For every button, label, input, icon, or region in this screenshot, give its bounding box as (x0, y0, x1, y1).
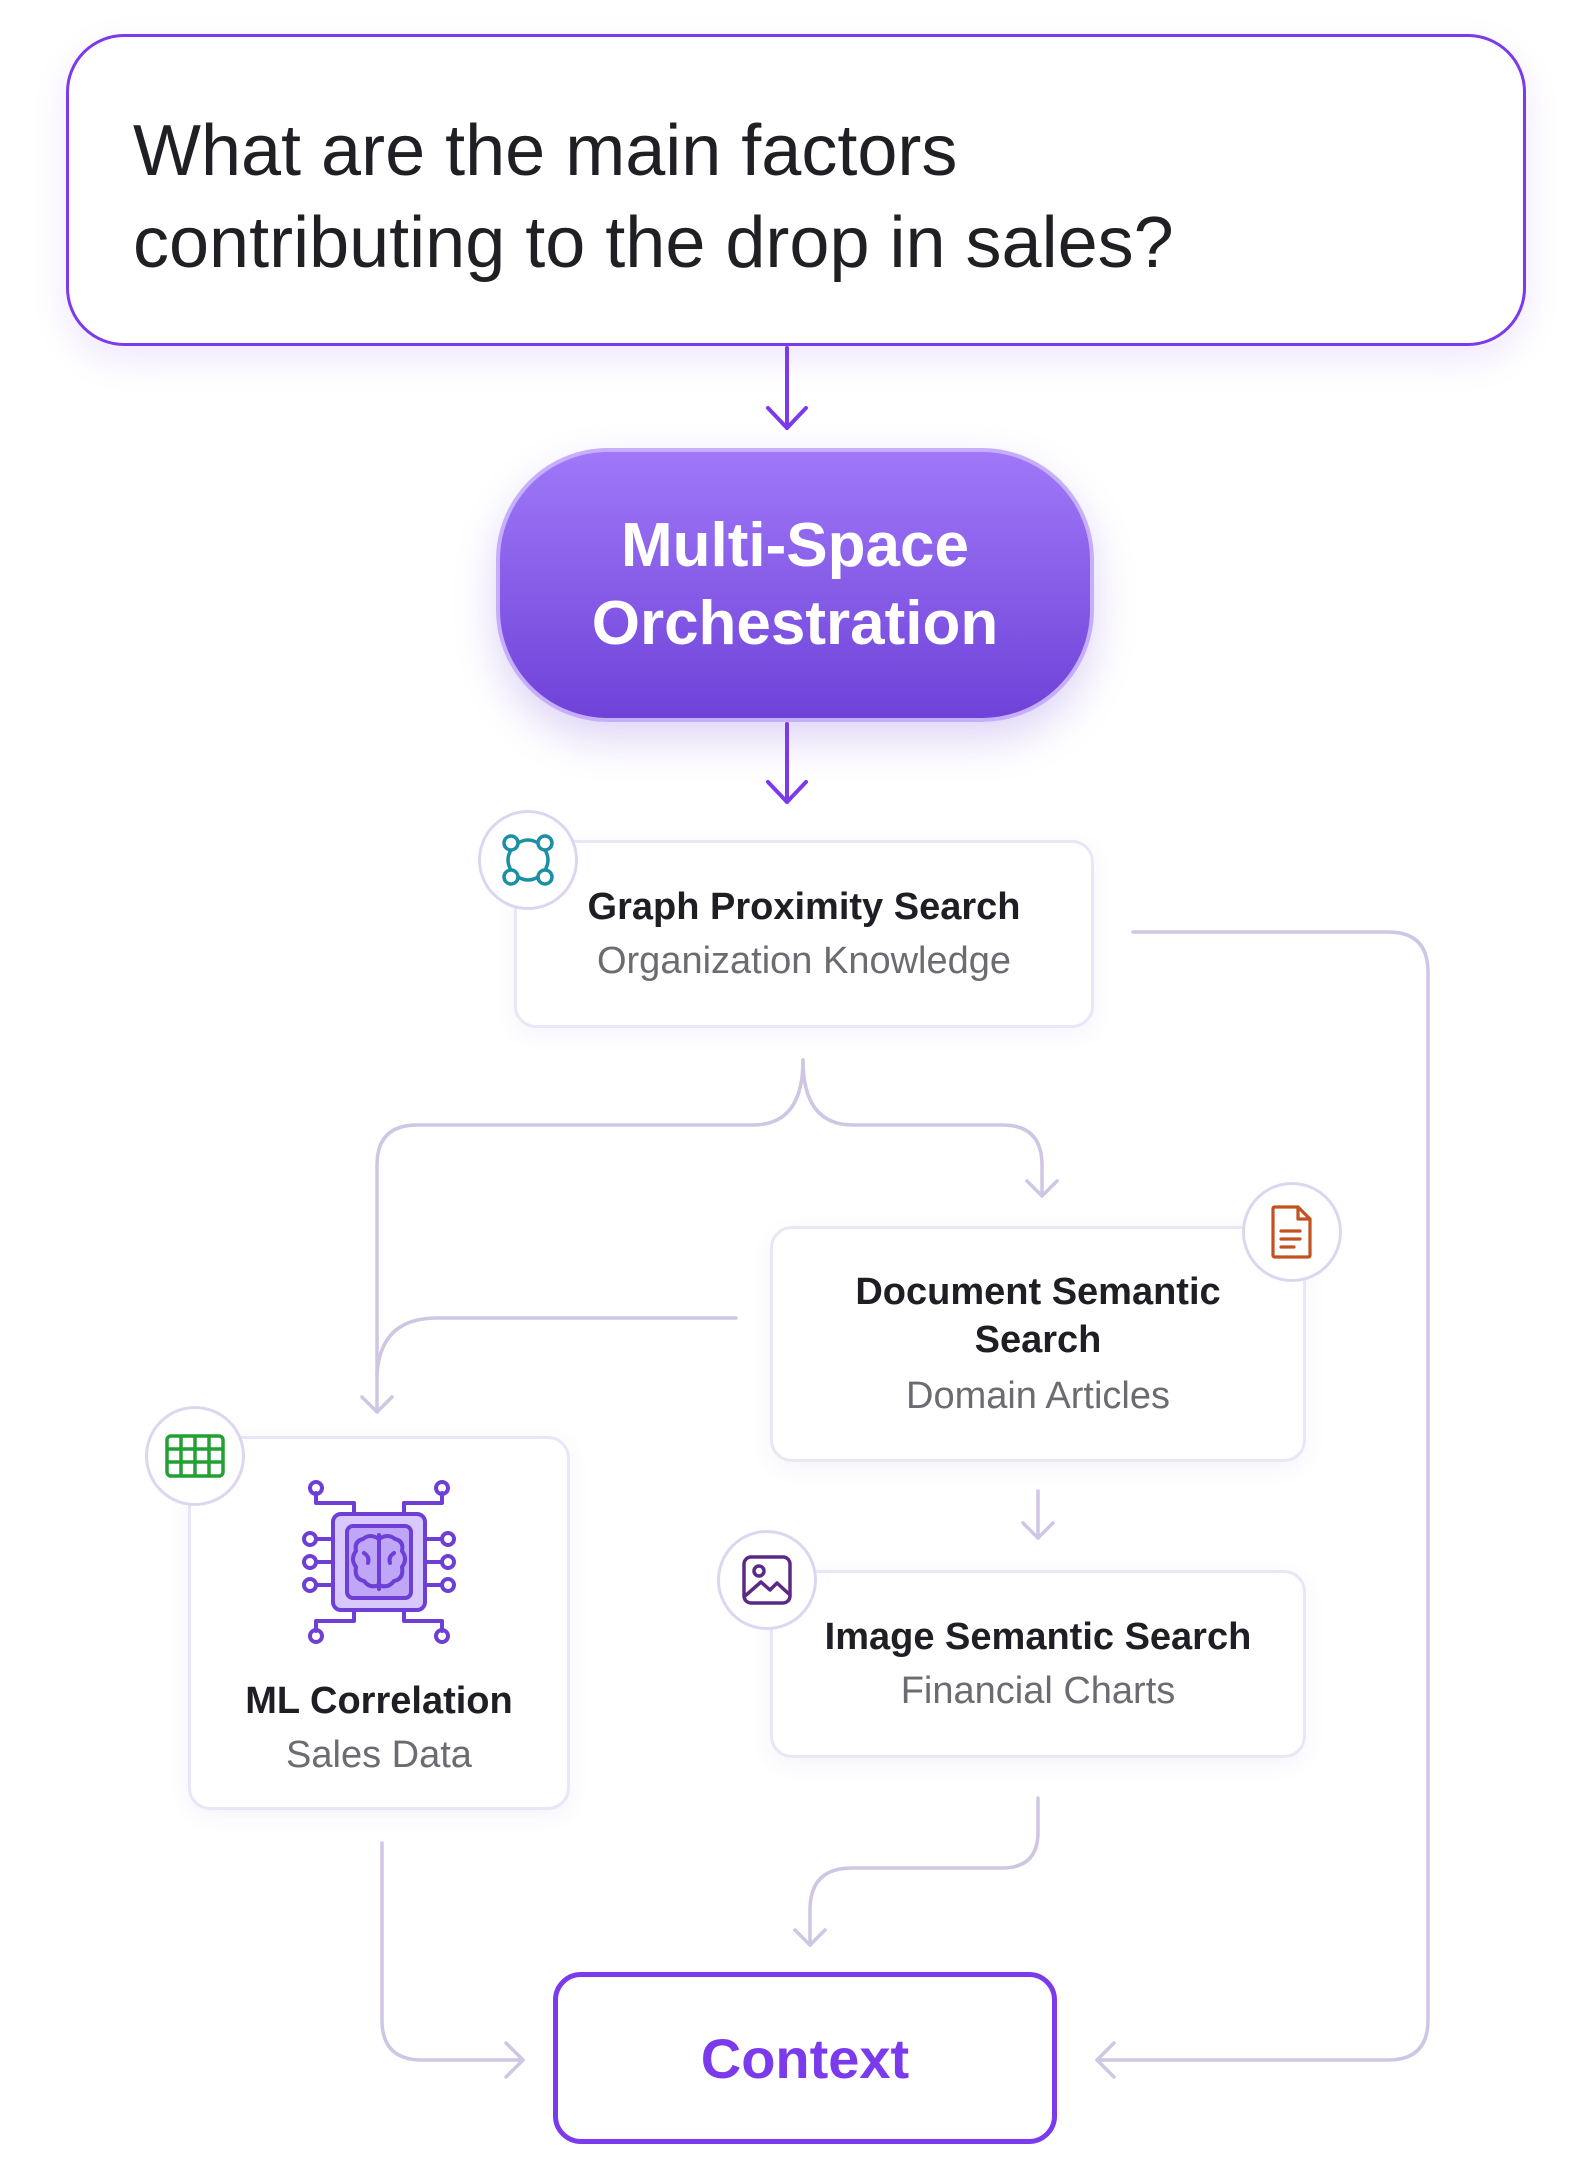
question-text: What are the main factors contributing t… (133, 105, 1493, 289)
graph-badge (478, 810, 578, 910)
graph-nodes-icon (502, 834, 554, 886)
arrowhead-context-left (504, 2041, 525, 2079)
connector-ml-to-context (380, 1841, 525, 2062)
connector-graph-split-left (375, 1058, 805, 1414)
arrowhead-context-top (793, 1928, 827, 1947)
graph-proximity-card: Graph Proximity Search Organization Know… (514, 840, 1094, 1028)
arrow-question-to-orchestration (766, 346, 808, 430)
brain-chip-icon (302, 1480, 456, 1644)
connector-image-to-context (808, 1796, 1040, 1947)
image-semantic-card: Image Semantic Search Financial Charts (770, 1570, 1306, 1758)
arrowhead-ml-top (360, 1395, 394, 1414)
question-line-1: What are the main factors (133, 111, 958, 191)
document-badge (1242, 1182, 1342, 1282)
arrowhead-image (1021, 1521, 1055, 1540)
image-semantic-subtitle: Financial Charts (900, 1670, 1176, 1712)
document-semantic-subtitle: Domain Articles (906, 1375, 1170, 1417)
document-semantic-title-2: Search (974, 1319, 1102, 1361)
connector-graph-split-right (801, 1058, 1044, 1198)
document-icon (1271, 1205, 1312, 1259)
connector-graph-to-context (1095, 930, 1430, 2062)
orchestration-line-2: Orchestration (591, 589, 999, 658)
question-box: What are the main factors contributing t… (66, 34, 1526, 346)
table-grid-icon (165, 1434, 225, 1478)
image-icon (742, 1555, 792, 1605)
image-semantic-title: Image Semantic Search (824, 1616, 1252, 1658)
graph-proximity-subtitle: Organization Knowledge (596, 940, 1012, 982)
orchestration-node: Multi-Space Orchestration (496, 448, 1094, 722)
ml-correlation-title: ML Correlation (245, 1680, 513, 1722)
orchestration-line-1: Multi-Space (621, 511, 969, 580)
graph-proximity-title: Graph Proximity Search (587, 886, 1021, 928)
arrow-orchestration-to-graph (766, 722, 808, 804)
ml-badge (145, 1406, 245, 1506)
connector-document-to-ml (375, 1316, 738, 1377)
image-badge (717, 1530, 817, 1630)
ml-correlation-subtitle: Sales Data (286, 1734, 472, 1776)
arrowhead-document (1025, 1179, 1059, 1198)
document-semantic-title-1: Document Semantic (855, 1271, 1221, 1313)
context-node: Context (553, 1972, 1057, 2144)
document-semantic-card: Document Semantic Search Domain Articles (770, 1226, 1306, 1462)
question-line-2: contributing to the drop in sales? (133, 203, 1174, 283)
ml-correlation-card: ML Correlation Sales Data (188, 1436, 570, 1810)
context-label: Context (700, 2026, 910, 2090)
arrowhead-context-right (1095, 2041, 1116, 2079)
